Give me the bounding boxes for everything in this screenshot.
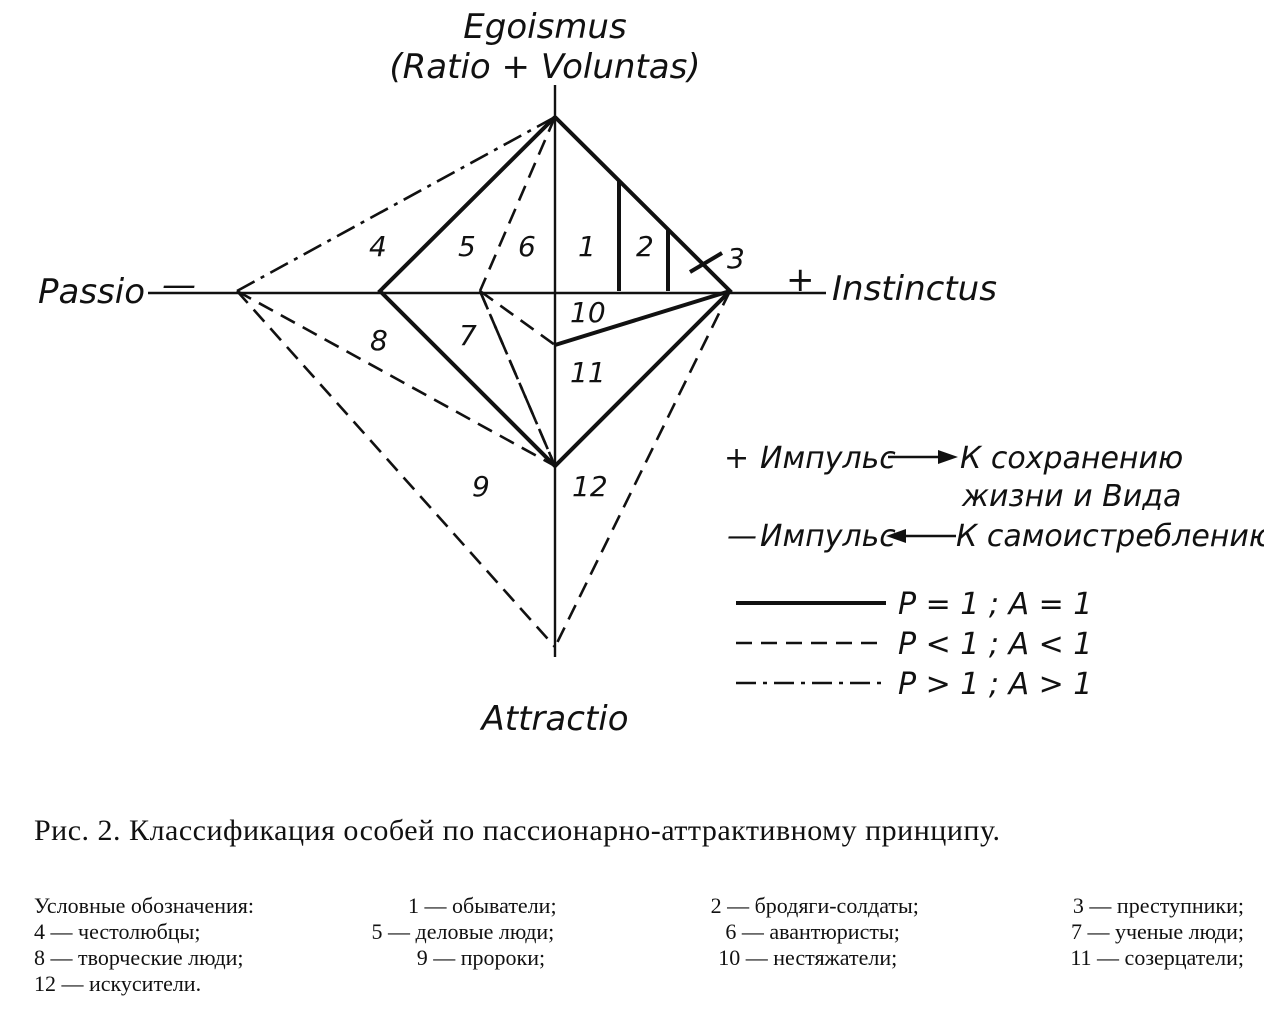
legend-plus-impulse: Импульс — [760, 441, 896, 476]
caption-legend: Условные обозначения: 1 — обыватели; 2 —… — [34, 893, 1244, 997]
passionarity-diagram: Egoismus (Ratio + Voluntas) Passio — + I… — [38, 7, 1264, 739]
caption-legend-item: 6 — авантюристы; — [725, 919, 900, 944]
dashed-line-8-lower — [236, 289, 556, 468]
legend-minus-arrowhead — [886, 529, 906, 543]
dashed-line-9-left — [236, 290, 556, 648]
right-sign: + — [786, 260, 815, 300]
legend-plus-target-1: К сохранению — [960, 441, 1183, 476]
region-3: 3 — [727, 242, 745, 275]
left-label: Passio — [38, 272, 145, 312]
caption-legend-item: 10 — нестяжатели; — [718, 945, 898, 970]
legend-plus-target-2: жизни и Вида — [961, 479, 1181, 514]
region-4: 4 — [369, 230, 387, 263]
caption-legend-item: 8 — творческие люди; — [34, 945, 244, 970]
dashdot-line-upper-right — [554, 116, 731, 292]
dashed-line-12-right — [553, 290, 732, 648]
legend-plus-arrowhead — [938, 450, 958, 464]
legend-dashed-label: P < 1 ; A < 1 — [898, 627, 1092, 662]
caption-legend-row: Условные обозначения: 1 — обыватели; 2 —… — [34, 893, 1244, 919]
caption-legend-item: 1 — обыватели; — [408, 893, 557, 918]
solid-line-10-11 — [554, 289, 731, 347]
solid-tick-3 — [688, 251, 724, 274]
region-6: 6 — [518, 230, 536, 263]
caption-legend-item: 5 — деловые люди; — [371, 919, 555, 944]
caption-legend-item: 7 — ученые люди; — [1070, 919, 1244, 944]
region-10: 10 — [570, 296, 606, 329]
legend-plus-sign: + — [724, 441, 749, 476]
caption-legend-row: 4 — честолюбцы; 5 — деловые люди; 6 — ав… — [34, 919, 1244, 945]
caption-legend-item: Условные обозначения: — [34, 893, 255, 918]
legend-solid-label: P = 1 ; A = 1 — [898, 587, 1092, 622]
legend-minus-impulse: Импульс — [760, 519, 896, 554]
dashed-line-10 — [479, 289, 556, 347]
legend-minus-sign: — — [727, 519, 757, 554]
dashdot-line-4 — [236, 115, 556, 293]
region-9: 9 — [472, 470, 490, 503]
legend-dashdot-label: P > 1 ; A > 1 — [898, 667, 1092, 702]
figure-caption: Рис. 2. Классификация особей по пассиона… — [34, 814, 1001, 847]
top-label: Egoismus — [463, 7, 626, 47]
region-1: 1 — [578, 230, 596, 263]
bottom-label: Attractio — [479, 699, 628, 739]
caption-legend-item: 2 — бродяги-солдаты; — [710, 893, 919, 918]
region-5: 5 — [458, 230, 476, 263]
dashed-line-6 — [478, 116, 557, 292]
legend-minus-target: К самоистреблению — [956, 519, 1264, 554]
caption-legend-row: 12 — искусители. — [34, 971, 1244, 997]
left-sign: — — [162, 265, 196, 305]
region-2: 2 — [636, 230, 654, 263]
caption-legend-item: 4 — честолюбцы; — [34, 919, 201, 944]
dashdot-line-7b — [478, 290, 557, 467]
dashdot-line-11-right — [554, 290, 731, 467]
region-7: 7 — [459, 319, 477, 352]
top-sublabel: (Ratio + Voluntas) — [389, 47, 700, 87]
right-label: Instinctus — [832, 269, 997, 309]
caption-legend-item: 3 — преступники; — [1072, 893, 1244, 918]
caption-legend-item: 9 — пророки; — [416, 945, 546, 970]
region-8: 8 — [370, 324, 388, 357]
caption-legend-row: 8 — творческие люди; 9 — пророки; 10 — н… — [34, 945, 1244, 971]
region-11: 11 — [570, 356, 606, 389]
caption-legend-item: 11 — созерцатели; — [1070, 945, 1244, 970]
caption-legend-item: 12 — искусители. — [34, 971, 202, 996]
region-12: 12 — [572, 470, 608, 503]
